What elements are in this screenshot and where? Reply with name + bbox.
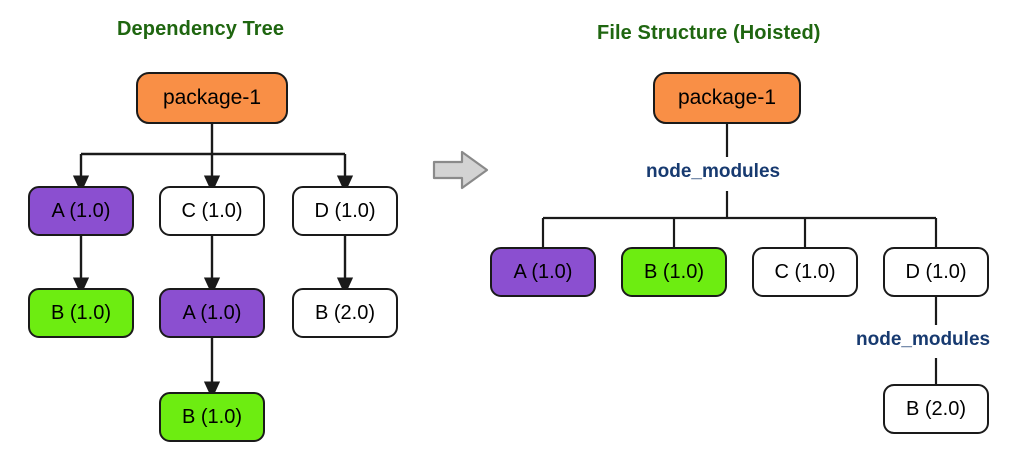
panel-title-dependency-tree: Dependency Tree — [117, 18, 285, 40]
dep-node-a-1-0[interactable]: A (1.0) — [28, 186, 134, 236]
dep-node-a-1-0-under-c[interactable]: A (1.0) — [159, 288, 265, 338]
dep-node-package-1[interactable]: package-1 — [136, 72, 288, 124]
fs-node-a-1-0[interactable]: A (1.0) — [490, 247, 596, 297]
right-arrow-icon — [432, 148, 490, 197]
dep-node-d-1-0[interactable]: D (1.0) — [292, 186, 398, 236]
fs-node-b-2-0-nested[interactable]: B (2.0) — [883, 384, 989, 434]
fs-node-d-1-0[interactable]: D (1.0) — [883, 247, 989, 297]
fs-node-package-1[interactable]: package-1 — [653, 72, 801, 124]
fs-node-b-1-0[interactable]: B (1.0) — [621, 247, 727, 297]
dep-node-b-2-0-under-d[interactable]: B (2.0) — [292, 288, 398, 338]
fs-node-c-1-0[interactable]: C (1.0) — [752, 247, 858, 297]
dep-node-b-1-0-under-a[interactable]: B (1.0) — [28, 288, 134, 338]
fs-folder-node-modules-root[interactable]: node_modules — [646, 161, 781, 182]
panel-title-file-structure: File Structure (Hoisted) — [597, 22, 821, 44]
dep-node-b-1-0-under-a2[interactable]: B (1.0) — [159, 392, 265, 442]
dep-node-c-1-0[interactable]: C (1.0) — [159, 186, 265, 236]
fs-folder-node-modules-nested[interactable]: node_modules — [856, 329, 991, 350]
